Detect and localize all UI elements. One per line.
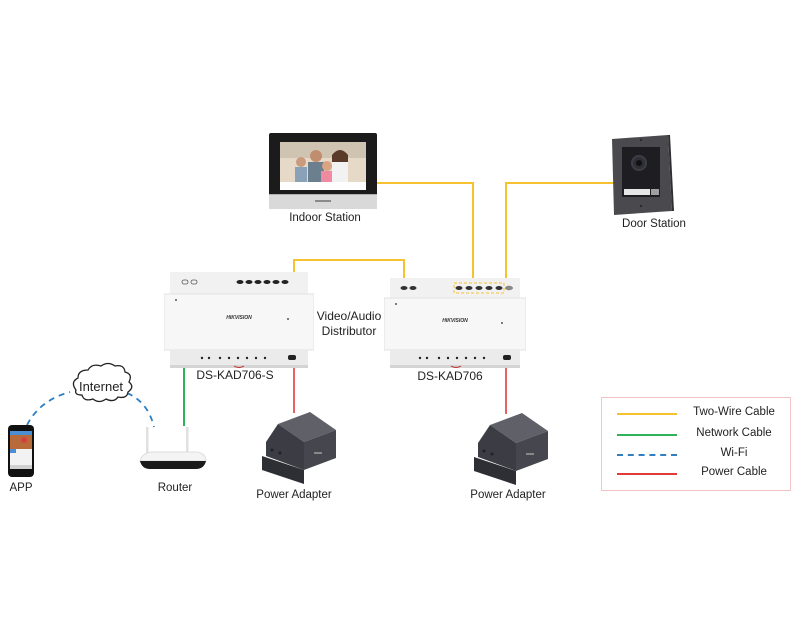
router[interactable] bbox=[138, 425, 208, 473]
router-icon bbox=[139, 427, 207, 469]
indoor-station[interactable] bbox=[268, 132, 378, 210]
legend: Two-Wire Cable Network Cable Wi-Fi Power… bbox=[601, 397, 791, 491]
distributor-caption-line2: Distributor bbox=[321, 324, 377, 338]
two-wire-door-to-distributor bbox=[505, 182, 614, 282]
distributor-right-icon bbox=[383, 278, 527, 368]
distributor-left-brand: HIKVISION bbox=[226, 315, 252, 321]
power-adapter-right[interactable] bbox=[470, 413, 550, 485]
indoor-station-icon bbox=[269, 133, 377, 209]
legend-swatch-two-wire bbox=[617, 413, 677, 415]
internet-cloud-icon bbox=[72, 362, 133, 403]
legend-label: Wi-Fi bbox=[720, 447, 748, 459]
distributor-left[interactable]: HIKVISION bbox=[163, 272, 315, 368]
two-wire-indoor-to-distributor bbox=[377, 182, 474, 282]
power-adapter-right-label: Power Adapter bbox=[470, 489, 546, 501]
wifi-link-app bbox=[26, 391, 71, 426]
app-label: APP bbox=[9, 482, 33, 494]
router-label: Router bbox=[157, 482, 193, 494]
legend-item-wifi: Wi-Fi bbox=[602, 446, 790, 464]
legend-swatch-wifi bbox=[617, 454, 677, 456]
indoor-station-label: Indoor Station bbox=[289, 212, 361, 224]
legend-item-power: Power Cable bbox=[602, 465, 790, 483]
power-adapter-left-icon bbox=[262, 412, 336, 484]
legend-label: Network Cable bbox=[696, 427, 772, 439]
two-wire-distributor-link bbox=[293, 259, 405, 283]
power-adapter-right-icon bbox=[474, 413, 548, 485]
smartphone-icon bbox=[8, 425, 34, 477]
legend-label: Two-Wire Cable bbox=[693, 406, 775, 418]
power-adapter-left-label: Power Adapter bbox=[256, 489, 332, 501]
wifi-link-router bbox=[126, 392, 155, 428]
legend-swatch-network bbox=[617, 434, 677, 436]
distributor-left-icon bbox=[163, 272, 315, 368]
distributor-caption-line1: Video/Audio bbox=[316, 309, 382, 323]
app-phone[interactable] bbox=[8, 425, 34, 477]
legend-item-two-wire: Two-Wire Cable bbox=[602, 405, 790, 423]
door-station-icon bbox=[612, 135, 674, 215]
legend-swatch-power bbox=[617, 473, 677, 475]
internet-label: Internet bbox=[78, 379, 124, 394]
distributor-right-brand: HIKVISION bbox=[442, 318, 468, 324]
power-adapter-left[interactable] bbox=[258, 412, 338, 484]
legend-label: Power Cable bbox=[701, 466, 767, 478]
distributor-right[interactable]: HIKVISION bbox=[383, 278, 527, 368]
distributor-right-label: DS-KAD706 bbox=[417, 369, 483, 383]
distributor-left-label: DS-KAD706-S bbox=[196, 368, 274, 382]
door-station[interactable] bbox=[612, 135, 674, 215]
legend-item-network: Network Cable bbox=[602, 426, 790, 444]
door-station-label: Door Station bbox=[622, 218, 686, 230]
